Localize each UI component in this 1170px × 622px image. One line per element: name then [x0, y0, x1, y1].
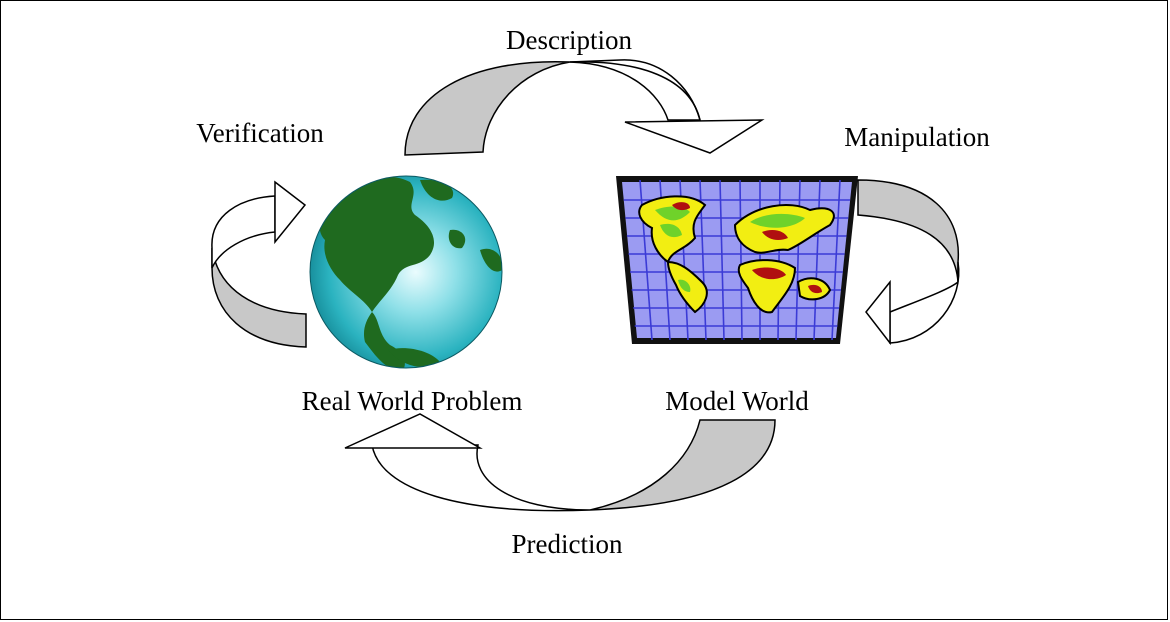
model-world-label: Model World	[665, 386, 809, 416]
prediction-label: Prediction	[512, 529, 623, 559]
world-map-icon	[616, 176, 858, 344]
verification-arrow	[211, 180, 307, 348]
verification-label: Verification	[196, 118, 324, 148]
description-label: Description	[506, 25, 632, 55]
globe-icon	[309, 175, 503, 369]
manipulation-arrow	[857, 179, 960, 346]
prediction-arrow	[344, 413, 776, 512]
description-arrow	[404, 59, 765, 156]
real-world-problem-label: Real World Problem	[302, 386, 523, 416]
manipulation-label: Manipulation	[844, 122, 990, 152]
